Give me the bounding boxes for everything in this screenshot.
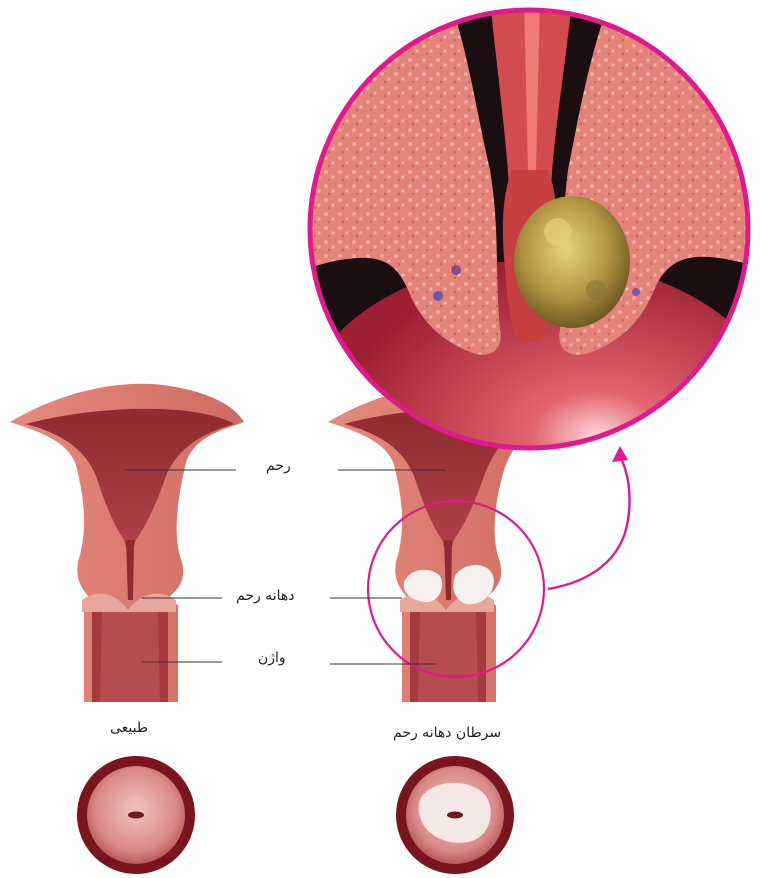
- normal-uterus-illustration: [10, 384, 244, 702]
- normal-caption: طبیعی: [110, 720, 148, 736]
- normal-cervix-cross-section: [77, 756, 195, 874]
- uterus-label: رحم: [266, 458, 291, 474]
- cervix-label: دهانه رحم: [236, 588, 294, 604]
- curved-arrow-icon: [548, 446, 630, 589]
- cancer-cervix-cross-section: [396, 756, 514, 874]
- tumor: [514, 196, 630, 328]
- cervical-cancer-caption: سرطان دهانه رحم: [393, 725, 501, 741]
- normal-uterus-cavity: [26, 409, 234, 560]
- vagina-label: واژن: [258, 650, 286, 666]
